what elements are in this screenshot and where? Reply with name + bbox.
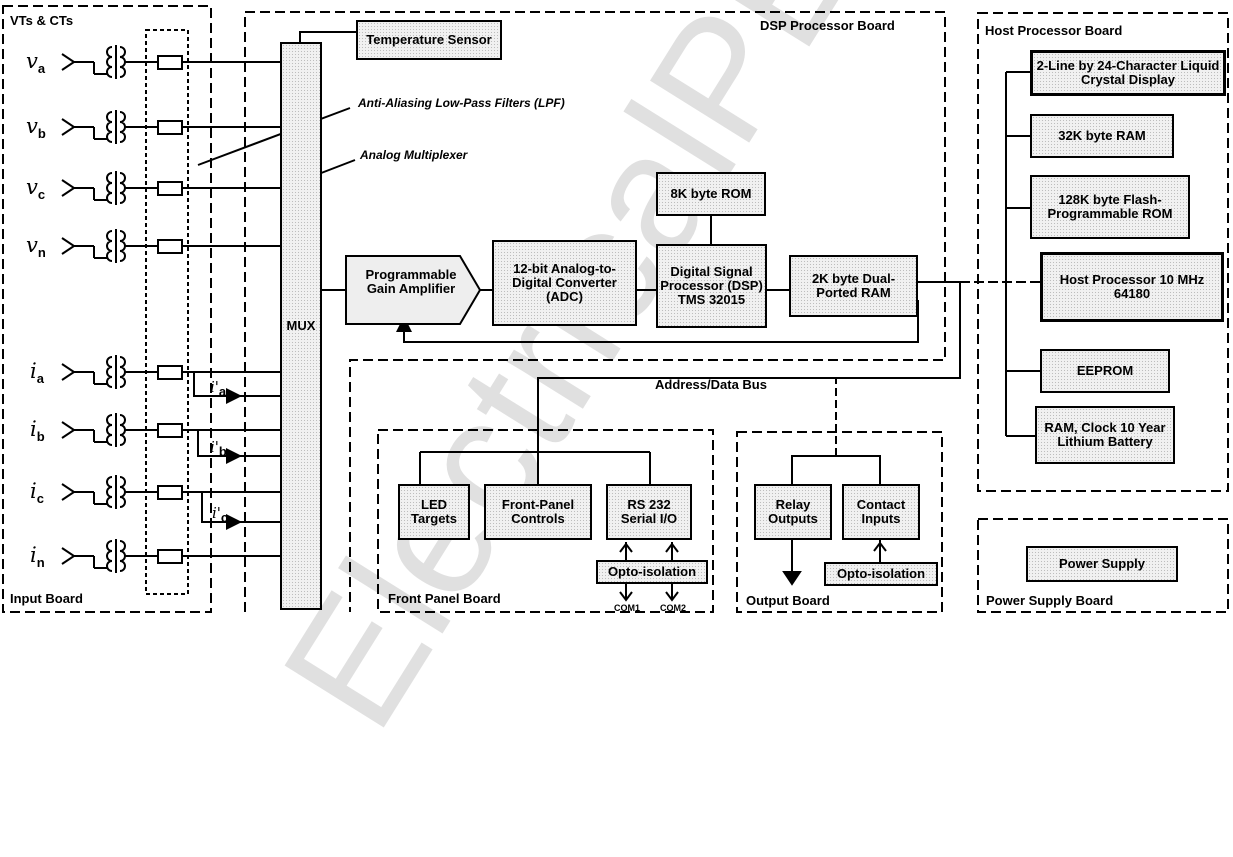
- input-va: va: [26, 49, 46, 77]
- output-board-border: [736, 431, 943, 613]
- input-header-label: VTs & CTs: [10, 13, 74, 28]
- input-vc: vc: [26, 175, 46, 203]
- dsp-block: Digital Signal Processor (DSP) TMS 32015: [656, 244, 767, 328]
- input-ib: ib: [30, 417, 45, 445]
- input-board-label: Input Board: [10, 591, 83, 606]
- front-panel-controls-block: Front-Panel Controls: [484, 484, 592, 540]
- com1-label: COM1: [614, 603, 641, 613]
- input-ia: ia: [30, 359, 44, 387]
- ground-leads: [93, 62, 108, 569]
- input-board-border: [2, 5, 212, 613]
- ram-clock-block: RAM, Clock 10 Year Lithium Battery: [1035, 406, 1175, 464]
- opto-isolation-output-block: Opto-isolation: [824, 562, 938, 586]
- input-ib-prime: i'b: [210, 438, 227, 459]
- filter-boxes: [157, 55, 183, 564]
- input-ic-prime: i'c: [212, 504, 229, 525]
- pga-block: Programmable Gain Amplifier: [365, 267, 457, 296]
- temperature-sensor-block: Temperature Sensor: [356, 20, 502, 60]
- input-ia-prime: i'a: [210, 378, 227, 399]
- lpf-group-border: [145, 29, 189, 595]
- mux-annotation: Analog Multiplexer: [360, 148, 468, 162]
- primed-branches: [193, 372, 280, 530]
- flash-rom-block: 128K byte Flash-Programmable ROM: [1030, 175, 1190, 239]
- host-board-border: [977, 12, 1229, 492]
- dual-port-ram-block: 2K byte Dual-Ported RAM: [789, 255, 918, 317]
- lcd-block: 2-Line by 24-Character Liquid Crystal Di…: [1030, 50, 1226, 96]
- front-panel-border: [377, 429, 714, 613]
- dsp-board-label: DSP Processor Board: [760, 18, 895, 33]
- adc-block: 12-bit Analog-to-Digital Converter (ADC): [492, 240, 637, 326]
- gain-feedback: [396, 300, 919, 343]
- signal-lines: [124, 61, 280, 557]
- lpf-leader: [197, 107, 351, 166]
- host-board-label: Host Processor Board: [985, 23, 1123, 38]
- temp-link: [299, 31, 356, 42]
- dsp-board-border: [244, 11, 946, 612]
- wiring-diagram: [2, 5, 1229, 613]
- transformers: [106, 45, 126, 573]
- rs232-block: RS 232 Serial I/O: [606, 484, 692, 540]
- led-targets-block: LED Targets: [398, 484, 470, 540]
- pga-shape: [345, 255, 482, 325]
- input-arrows: [61, 53, 94, 565]
- bus-annotation: Address/Data Bus: [655, 377, 767, 392]
- power-supply-block: Power Supply: [1026, 546, 1178, 582]
- lpf-annotation: Anti-Aliasing Low-Pass Filters (LPF): [358, 96, 565, 110]
- input-vn: vn: [26, 233, 46, 261]
- contact-inputs-block: Contact Inputs: [842, 484, 920, 540]
- eeprom-block: EEPROM: [1040, 349, 1170, 393]
- input-vb: vb: [26, 114, 46, 142]
- input-ic: ic: [30, 479, 44, 507]
- host-processor-block: Host Processor 10 MHz 64180: [1040, 252, 1224, 322]
- opto-isolation-front-block: Opto-isolation: [596, 560, 708, 584]
- relay-outputs-block: Relay Outputs: [754, 484, 832, 540]
- ram-32k-block: 32K byte RAM: [1030, 114, 1174, 158]
- output-board-label: Output Board: [746, 593, 830, 608]
- front-panel-board-label: Front Panel Board: [388, 591, 501, 606]
- output-bus: [791, 455, 881, 484]
- mux-block: MUX: [280, 42, 322, 610]
- power-board-label: Power Supply Board: [986, 593, 1114, 608]
- input-in: in: [30, 543, 45, 571]
- com2-label: COM2: [660, 603, 687, 613]
- power-board-border: [977, 518, 1229, 613]
- rom-8k-block: 8K byte ROM: [656, 172, 766, 216]
